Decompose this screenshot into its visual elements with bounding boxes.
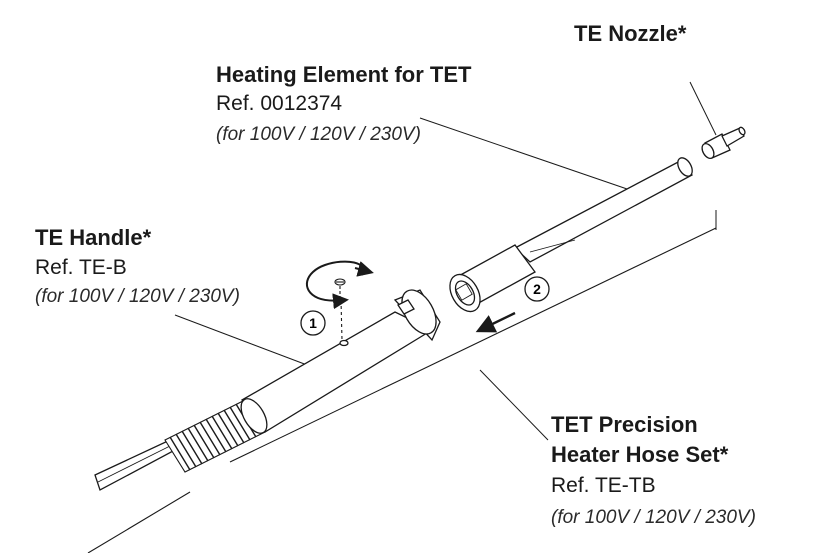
step-1-number: 1 — [309, 315, 317, 331]
te-nozzle — [701, 126, 746, 160]
rotate-arrow — [306, 260, 374, 310]
hose-ref: Ref. TE-TB — [551, 474, 656, 497]
hose-cable — [87, 227, 717, 553]
leader-handle — [174, 314, 316, 369]
handle-title: TE Handle* — [35, 225, 152, 250]
hose-title-line2: Heater Hose Set* — [551, 442, 729, 467]
heating-element — [449, 157, 693, 313]
heating-element-ref: Ref. 0012374 — [216, 92, 343, 115]
insert-arrow — [475, 311, 516, 333]
leader-hose — [479, 369, 549, 441]
strain-relief-coil — [164, 399, 266, 473]
nozzle-title: TE Nozzle* — [574, 21, 687, 46]
leader-nozzle — [689, 81, 717, 136]
hose-note: (for 100V / 120V / 230V) — [551, 507, 756, 528]
leader-heating — [419, 117, 631, 191]
hose-title-line1: TET Precision — [551, 412, 698, 437]
leader-lines — [174, 81, 717, 441]
te-handle-body — [240, 289, 441, 434]
heating-element-title: Heating Element for TET — [216, 62, 472, 87]
handle-screw — [334, 278, 346, 341]
step-2-number: 2 — [533, 281, 541, 297]
step-2-badge: 2 — [524, 276, 550, 302]
handle-ref: Ref. TE-B — [35, 256, 127, 279]
step-1-badge: 1 — [300, 310, 326, 336]
handle-note: (for 100V / 120V / 230V) — [35, 286, 240, 307]
heating-element-note: (for 100V / 120V / 230V) — [216, 124, 421, 145]
